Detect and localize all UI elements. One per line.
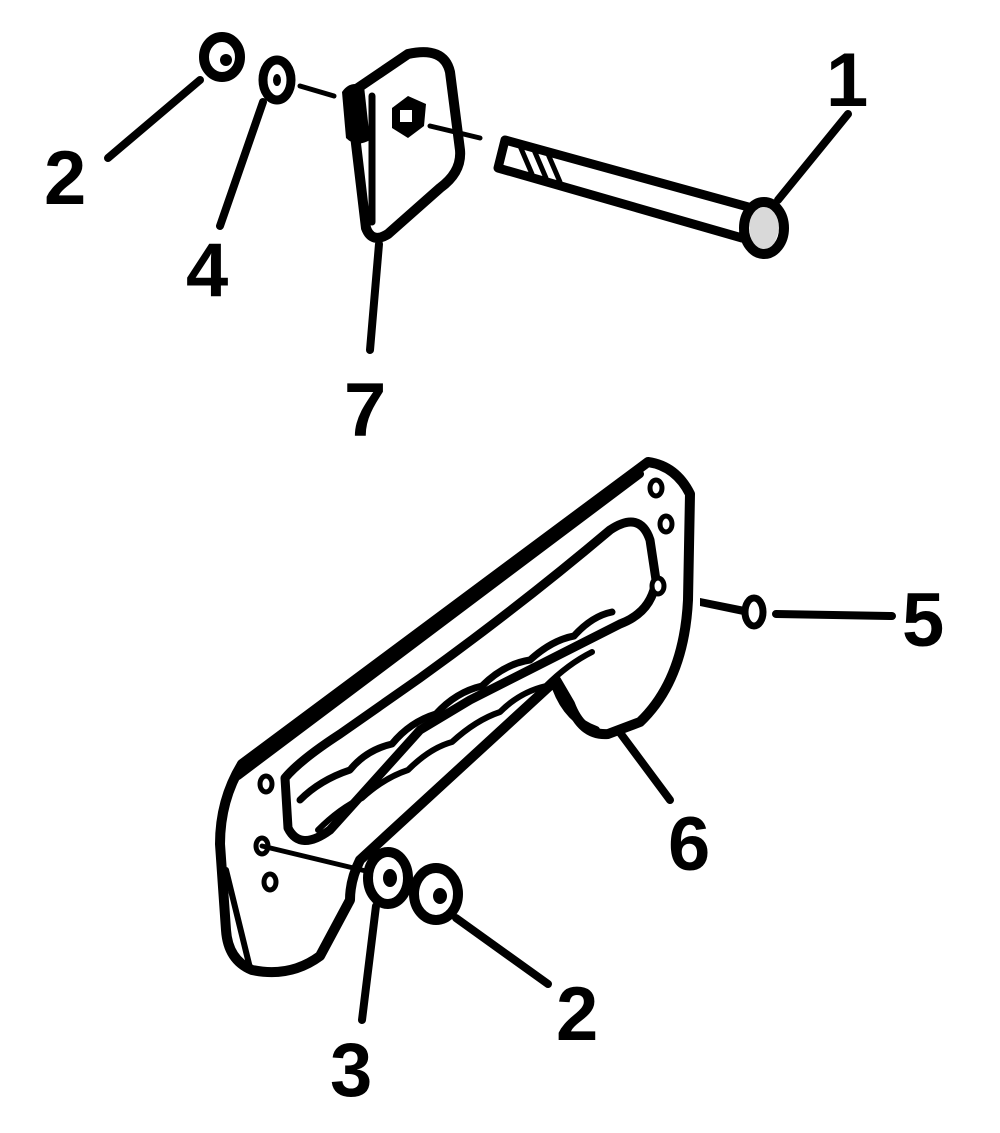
axis-line-upper-left [297,83,337,99]
leader-line-1 [774,110,852,204]
callout-2-lower: 2 [556,972,598,1057]
axis-line-upper-right [427,123,483,141]
callout-6: 6 [668,802,710,887]
bolt-part [493,135,789,259]
leader-line-7 [366,240,383,354]
callout-5: 5 [902,578,944,663]
callout-2-upper: 2 [44,136,86,221]
bracket-part [215,457,695,978]
upper-assembly [104,32,852,354]
leader-line-5 [772,610,896,620]
leader-line-2-upper [104,76,204,162]
leader-line-2-lower [452,914,552,988]
leader-line-3 [358,902,380,1024]
lower-assembly [215,457,896,1024]
washer-upper-part [258,55,296,105]
axis-line-lower [259,843,373,875]
leader-line-6 [614,726,674,804]
callout-3: 3 [330,1028,372,1113]
washer-lower-part [363,847,413,909]
nut-upper-part [199,32,245,82]
screw-part [700,594,767,630]
callout-4: 4 [186,228,228,313]
plate-part [342,47,466,243]
callout-1: 1 [826,38,868,123]
leader-line-4 [216,98,267,230]
callout-7: 7 [344,368,386,453]
nut-lower-part [409,863,463,925]
callout-labels: 1 2 4 7 5 6 2 3 [44,38,944,1113]
